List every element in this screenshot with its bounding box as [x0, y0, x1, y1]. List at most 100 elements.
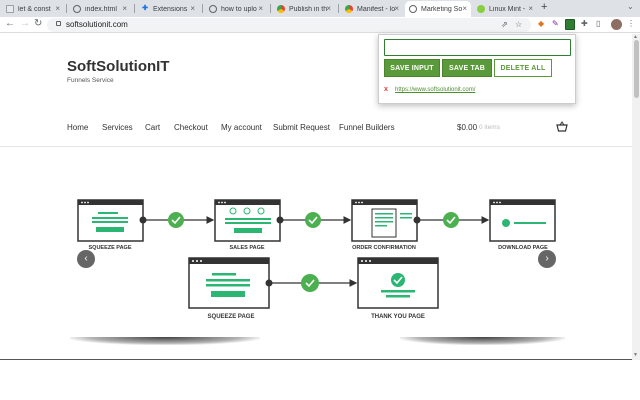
close-icon[interactable]: ×	[394, 4, 399, 13]
delete-link-icon[interactable]: x	[384, 86, 388, 93]
forward-icon[interactable]: →	[20, 18, 30, 29]
marketing-extension-icon[interactable]	[565, 19, 575, 30]
close-icon[interactable]: ×	[55, 4, 60, 13]
globe-icon	[409, 5, 417, 13]
squeeze-page-frame-2	[188, 257, 270, 309]
order-confirmation-frame	[351, 199, 418, 242]
close-icon[interactable]: ×	[326, 4, 331, 13]
tab-search-icon[interactable]: ⌄	[627, 2, 634, 11]
label-sales-page: SALES PAGE	[229, 245, 264, 251]
delete-all-button[interactable]: DELETE ALL	[494, 59, 552, 77]
chrome-icon	[277, 5, 285, 13]
nav-cart[interactable]: Cart	[145, 123, 161, 132]
sidebar-icon[interactable]: ▯	[596, 19, 601, 28]
connector-3	[413, 212, 490, 228]
close-icon[interactable]: ×	[258, 4, 263, 13]
cart-total[interactable]: $0.00	[457, 123, 478, 132]
tab-label: index.html	[85, 5, 117, 13]
avatar[interactable]	[611, 19, 622, 30]
tab-6[interactable]: Manifest - lo ×	[341, 1, 403, 17]
content-bottom-border	[0, 359, 632, 360]
reload-icon[interactable]: ↻	[34, 18, 43, 29]
menu-icon[interactable]: ⋮	[627, 19, 635, 28]
nav-checkout[interactable]: Checkout	[174, 123, 208, 132]
close-icon[interactable]: ×	[122, 4, 127, 13]
scroll-down-icon[interactable]: ▼	[633, 352, 638, 358]
metamask-icon[interactable]: ◆	[538, 19, 545, 28]
tab-4[interactable]: how to uplo ×	[205, 1, 267, 17]
site-subtitle: Funnels Service	[67, 77, 114, 84]
browser-toolbar: ← → ↻ softsolutionit.com ⇗ ☆ ◆ ✎ ✚ ▯ ⋮	[0, 17, 640, 33]
globe-icon	[209, 5, 217, 13]
tab-7-active[interactable]: Marketing So ×	[405, 1, 471, 17]
extension-popup: SAVE INPUT SAVE TAB DELETE ALL	[378, 34, 576, 104]
tab-label: let & const	[18, 5, 51, 13]
tab-strip: let & const × index.html × ✚ Extensions …	[0, 0, 640, 17]
tab-3[interactable]: ✚ Extensions ×	[137, 1, 199, 17]
mint-icon	[477, 5, 485, 13]
tab-separator	[338, 4, 339, 13]
connector-4	[265, 274, 358, 292]
slider-prev-button[interactable]: ‹	[77, 250, 95, 268]
nav-home[interactable]: Home	[67, 123, 89, 132]
sales-page-frame	[214, 199, 281, 242]
squeeze-page-frame	[77, 199, 144, 242]
label-squeeze-page: SQUEEZE PAGE	[89, 245, 132, 251]
connector-1	[139, 212, 215, 228]
cart-items-count[interactable]: 0 items	[479, 124, 500, 131]
back-icon[interactable]: ←	[5, 18, 15, 29]
page-icon	[6, 5, 14, 13]
label-order-confirmation: ORDER CONFIRMATION	[352, 245, 416, 251]
slider-shadow-right	[400, 337, 565, 345]
label-thank-you-page: THANK YOU PAGE	[371, 314, 425, 320]
nav-my-account[interactable]: My account	[221, 123, 262, 132]
lock-icon	[56, 21, 61, 26]
url-text: softsolutionit.com	[66, 20, 128, 29]
site-title[interactable]: SoftSolutionIT	[67, 58, 170, 75]
nav-submit-request[interactable]: Submit Request	[273, 123, 330, 132]
tab-separator	[202, 4, 203, 13]
tab-5[interactable]: Publish in th ×	[273, 1, 335, 17]
close-icon[interactable]: ×	[528, 4, 533, 13]
tab-label: Linux Mint -	[489, 5, 526, 13]
extensions-icon[interactable]: ✚	[581, 19, 588, 28]
tab-1[interactable]: let & const ×	[2, 1, 64, 17]
star-icon[interactable]: ☆	[515, 20, 523, 29]
tab-separator	[66, 4, 67, 13]
new-tab-button[interactable]: +	[541, 1, 548, 13]
address-bar[interactable]: softsolutionit.com ⇗ ☆	[47, 18, 531, 32]
nav-funnel-builders[interactable]: Funnel Builders	[339, 123, 395, 132]
funnel-diagram: SQUEEZE PAGE SALES PAGE ORDER CONFIRMATI…	[77, 199, 556, 320]
scrollbar-thumb[interactable]	[634, 40, 639, 98]
label-squeeze-page-2: SQUEEZE PAGE	[208, 314, 255, 320]
basket-icon[interactable]	[556, 121, 568, 132]
save-input-button[interactable]: SAVE INPUT	[384, 59, 440, 77]
scroll-up-icon[interactable]: ▲	[633, 34, 638, 40]
slider-shadow-left	[70, 337, 260, 345]
save-tab-button[interactable]: SAVE TAB	[442, 59, 492, 77]
nav-services[interactable]: Services	[102, 123, 133, 132]
thank-you-page-frame	[357, 257, 439, 309]
puzzle-icon: ✚	[142, 5, 148, 12]
tab-separator	[134, 4, 135, 13]
scrollbar[interactable]	[632, 34, 640, 360]
close-icon[interactable]: ×	[462, 4, 467, 13]
save-input-field[interactable]	[384, 39, 571, 56]
header-divider	[0, 146, 632, 147]
pen-icon[interactable]: ✎	[552, 19, 559, 28]
saved-link[interactable]: https://www.softsolutionit.com/	[395, 87, 476, 93]
share-icon[interactable]: ⇗	[501, 20, 508, 29]
tab-label: Manifest - lo	[357, 5, 396, 13]
tab-label: Publish in th	[289, 5, 328, 13]
tab-label: Extensions	[153, 5, 188, 13]
tab-separator	[270, 4, 271, 13]
globe-icon	[73, 5, 81, 13]
download-page-frame	[489, 199, 556, 242]
slider-next-button[interactable]: ›	[538, 250, 556, 268]
chrome-icon	[345, 5, 353, 13]
close-icon[interactable]: ×	[190, 4, 195, 13]
tab-label: how to uplo	[221, 5, 257, 13]
tab-2[interactable]: index.html ×	[69, 1, 131, 17]
tab-8[interactable]: Linux Mint - ×	[473, 1, 537, 17]
connector-2	[276, 212, 352, 228]
